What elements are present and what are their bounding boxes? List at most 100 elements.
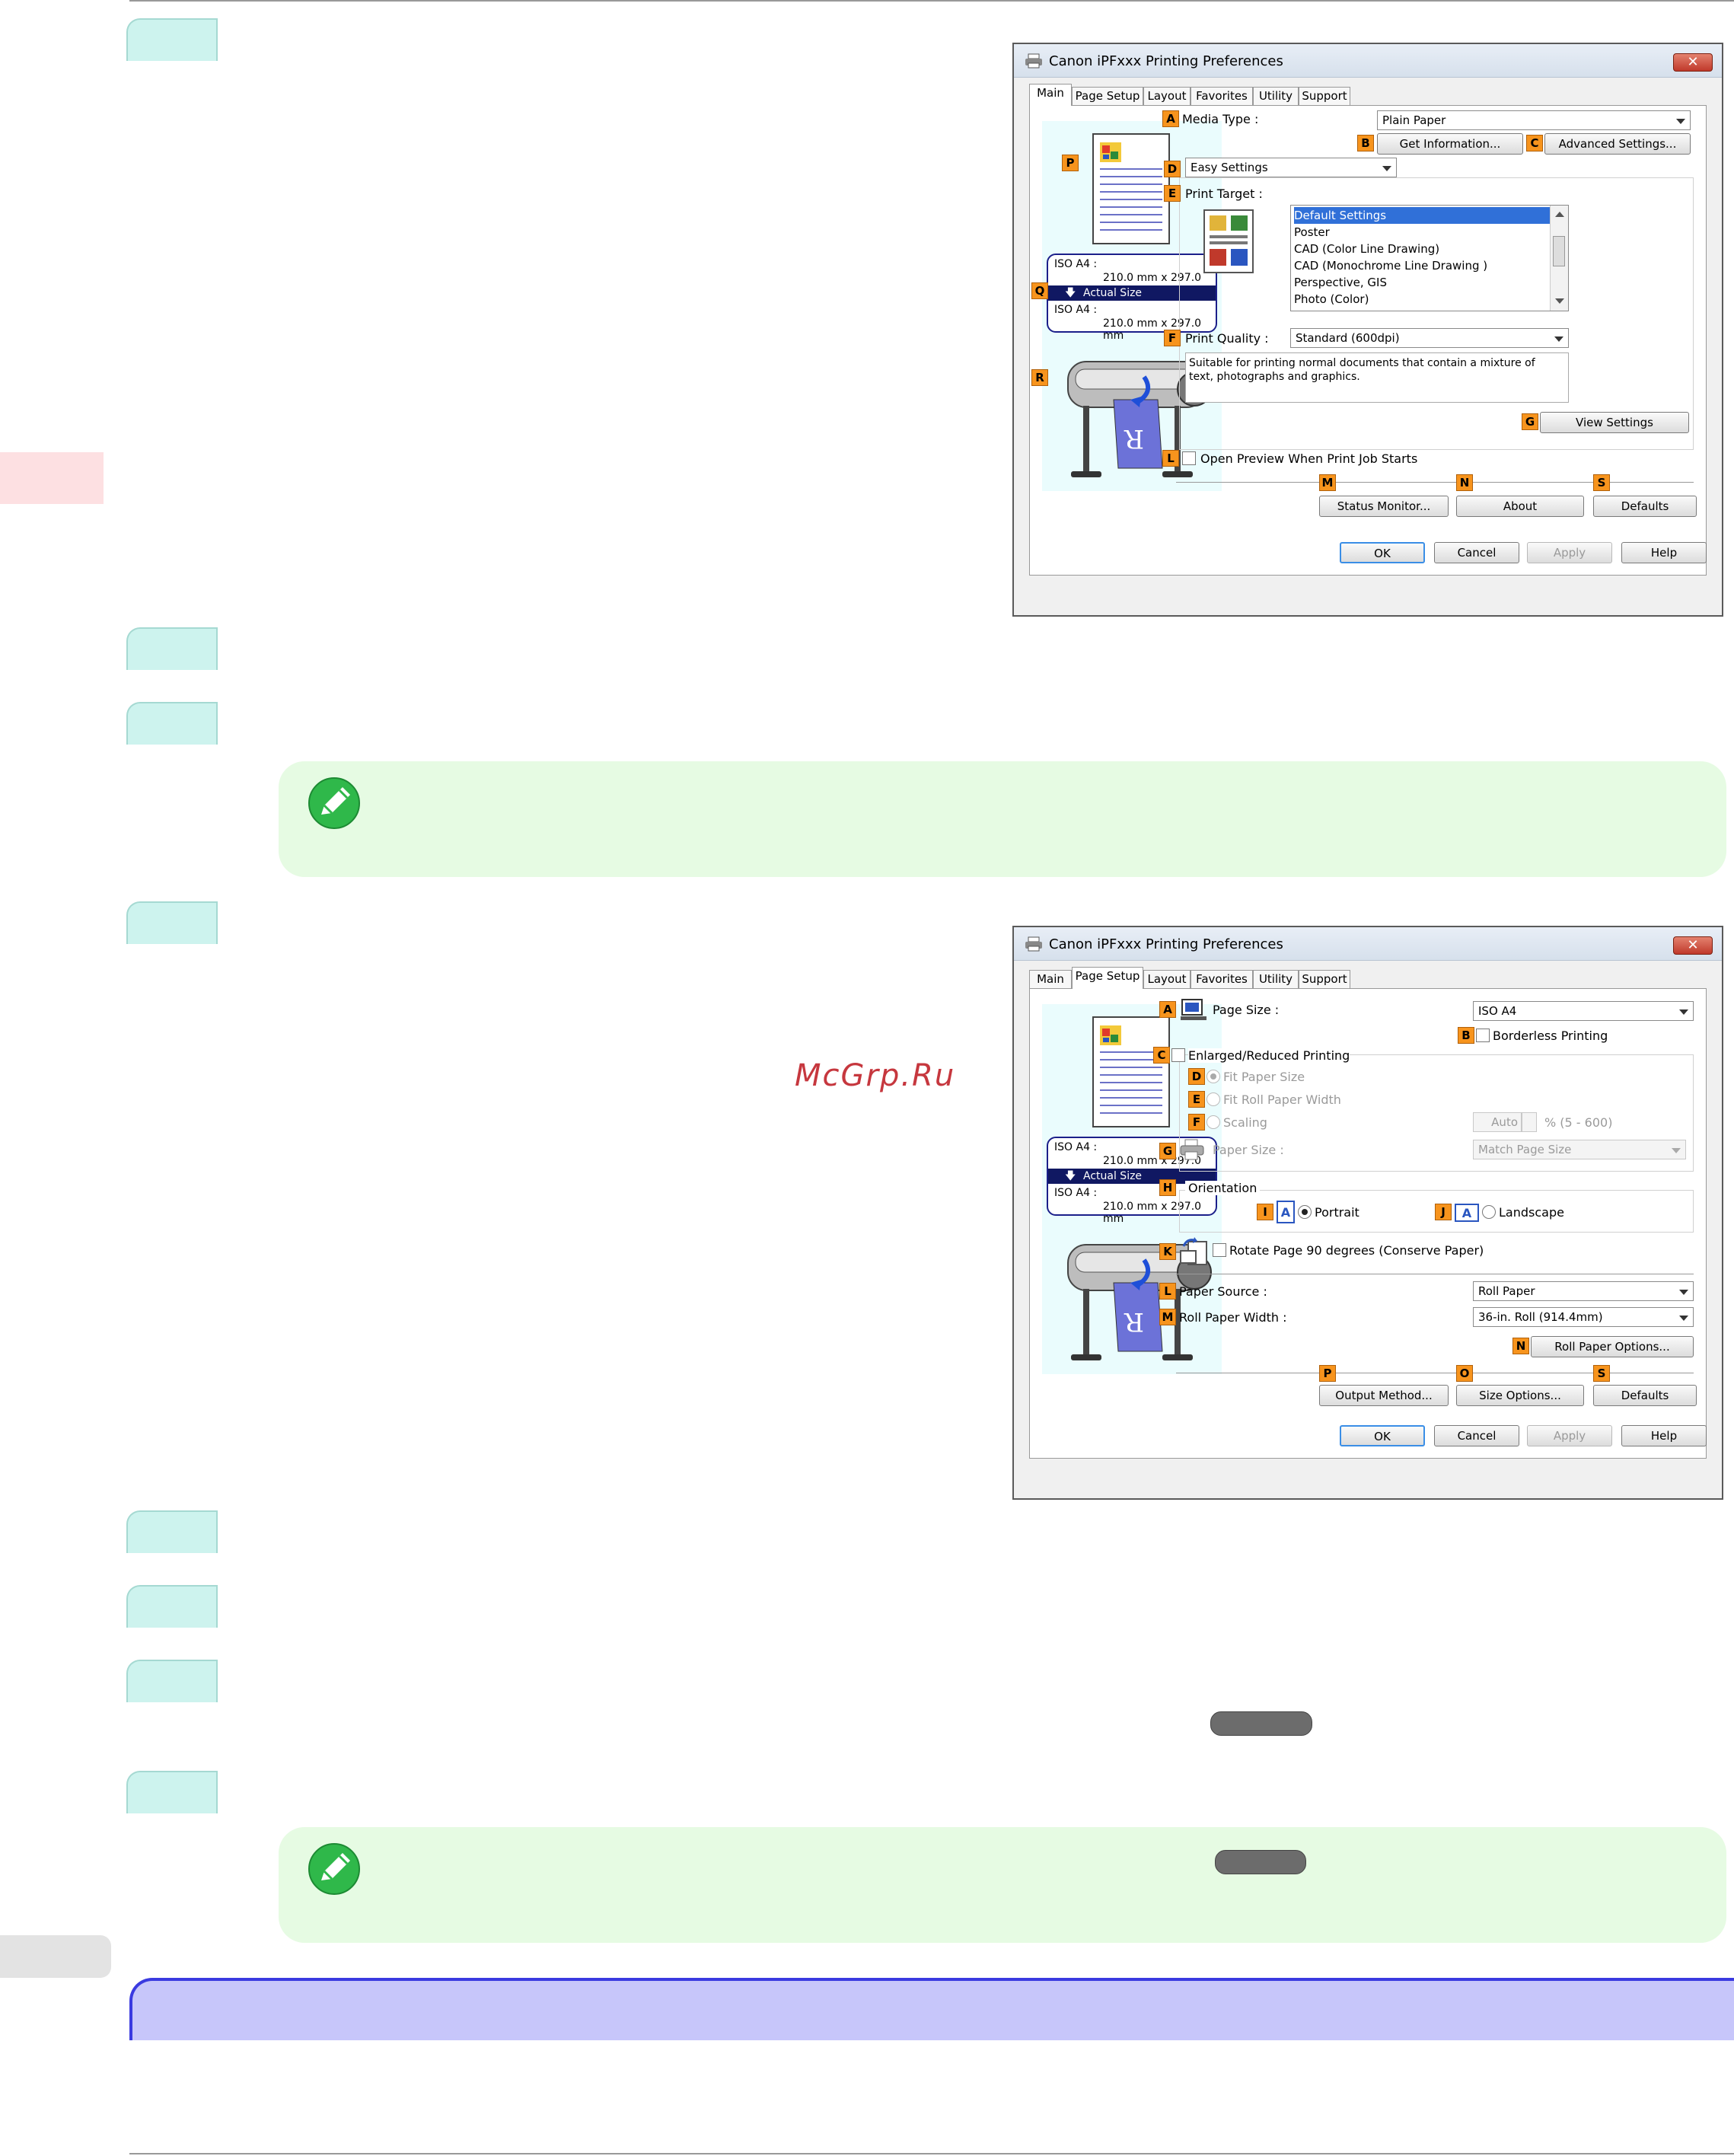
portrait-radio[interactable] [1298,1205,1312,1219]
badge-o: O [1456,1365,1473,1382]
chevron-down-icon [1679,1290,1688,1295]
roll-paper-options-button[interactable]: Roll Paper Options... [1531,1336,1694,1357]
fit-roll-width-radio[interactable] [1206,1092,1220,1106]
print-target-list[interactable]: Default Settings Poster CAD (Color Line … [1290,205,1569,311]
chevron-down-icon [1676,119,1685,124]
tab-utility[interactable]: Utility [1253,970,1299,988]
page-size-value: ISO A4 [1478,1004,1517,1018]
size-bottom-value: 210.0 mm x 297.0 mm [1103,1201,1202,1225]
borderless-checkbox[interactable] [1476,1029,1490,1042]
print-target-label: Print Target : [1185,187,1263,201]
media-type-value: Plain Paper [1382,113,1446,127]
badge-e: E [1164,185,1181,202]
list-item[interactable]: Poster [1294,225,1330,239]
output-method-button[interactable]: Output Method... [1319,1385,1449,1406]
scroll-up-icon[interactable] [1555,212,1564,217]
tab-support[interactable]: Support [1299,87,1350,105]
tab-utility[interactable]: Utility [1253,87,1299,105]
badge-m: M [1159,1309,1176,1325]
scroll-down-icon[interactable] [1555,298,1564,304]
help-button[interactable]: Help [1621,1425,1707,1446]
quality-description: Suitable for printing normal documents t… [1185,352,1569,403]
list-scrollbar[interactable] [1550,206,1568,311]
size-options-button[interactable]: Size Options... [1456,1385,1584,1406]
badge-a: A [1159,1001,1176,1018]
advanced-settings-button[interactable]: Advanced Settings... [1544,133,1691,155]
tab-support[interactable]: Support [1299,970,1350,988]
enlarged-reduced-label: Enlarged/Reduced Printing [1188,1048,1350,1063]
page-size-select[interactable]: ISO A4 [1473,1001,1694,1021]
chevron-down-icon [1679,1316,1688,1321]
tab-page-setup[interactable]: Page Setup [1072,967,1143,989]
borderless-label: Borderless Printing [1493,1029,1608,1043]
tab-layout[interactable]: Layout [1143,970,1191,988]
about-button[interactable]: About [1456,496,1584,517]
settings-mode-select[interactable]: Easy Settings [1185,158,1397,177]
list-item[interactable]: CAD (Color Line Drawing) [1294,242,1440,256]
tab-layout[interactable]: Layout [1143,87,1191,105]
list-item[interactable]: Photo (Color) [1294,292,1369,306]
badge-n: N [1456,474,1473,491]
fit-paper-size-radio[interactable] [1206,1070,1220,1083]
tab-favorites[interactable]: Favorites [1191,87,1253,105]
svg-text:R: R [1124,423,1144,454]
scaling-stepper[interactable]: Auto [1473,1112,1522,1132]
roll-width-select[interactable]: 36-in. Roll (914.4mm) [1473,1307,1694,1327]
paper-source-select[interactable]: Roll Paper [1473,1281,1694,1301]
note-pencil-icon [308,777,360,829]
scroll-thumb[interactable] [1553,236,1565,266]
dialog-title: Canon iPFxxx Printing Preferences [1049,936,1283,952]
chevron-down-icon [1382,166,1391,171]
tab-main[interactable]: Main [1029,970,1072,988]
defaults-button[interactable]: Defaults [1593,1385,1697,1406]
ok-button[interactable]: OK [1340,1425,1425,1446]
landscape-icon: A [1455,1204,1479,1222]
chapter-side-tab [0,452,104,504]
get-information-button[interactable]: Get Information... [1377,133,1523,155]
apply-button[interactable]: Apply [1527,542,1612,563]
status-monitor-button[interactable]: Status Monitor... [1319,496,1449,517]
view-settings-button[interactable]: View Settings [1540,412,1689,433]
badge-q: Q [1031,282,1048,299]
size-top-label: ISO A4 : [1054,1141,1098,1153]
section-heading-bar [129,1978,1734,2040]
tab-page-setup[interactable]: Page Setup [1072,87,1143,105]
stepper-arrows-icon[interactable] [1522,1112,1537,1132]
cancel-button[interactable]: Cancel [1434,542,1519,563]
badge-b: B [1458,1027,1474,1044]
separator [1176,482,1694,483]
close-button[interactable]: ✕ [1673,53,1713,72]
defaults-button[interactable]: Defaults [1593,496,1697,517]
badge-s: S [1593,474,1610,491]
list-item[interactable]: Default Settings [1294,207,1550,224]
badge-b: B [1357,135,1374,151]
scaling-radio[interactable] [1206,1115,1220,1129]
help-button[interactable]: Help [1621,542,1707,563]
roll-width-value: 36-in. Roll (914.4mm) [1478,1310,1603,1324]
badge-h: H [1159,1179,1176,1196]
landscape-radio[interactable] [1482,1205,1496,1219]
printing-preferences-dialog-main: Canon iPFxxx Printing Preferences ✕ Main… [1012,43,1723,617]
print-target-thumbnail-icon [1203,209,1254,273]
note-pencil-icon [308,1843,360,1895]
size-bottom-label: ISO A4 : [1054,304,1098,316]
apply-button[interactable]: Apply [1527,1425,1612,1446]
list-item[interactable]: Perspective, GIS [1294,276,1387,289]
rotate-page-checkbox[interactable] [1213,1243,1226,1257]
easy-settings-group [1179,177,1694,450]
badge-f: F [1164,330,1181,346]
tab-favorites[interactable]: Favorites [1191,970,1253,988]
enlarged-reduced-checkbox[interactable] [1171,1048,1185,1062]
print-quality-select[interactable]: Standard (600dpi) [1290,328,1569,348]
list-item[interactable]: CAD (Monochrome Line Drawing ) [1294,259,1488,273]
tab-main[interactable]: Main [1029,84,1072,106]
badge-m: M [1319,474,1336,491]
ok-button[interactable]: OK [1340,542,1425,563]
open-preview-checkbox[interactable] [1182,451,1196,465]
chevron-down-icon [1679,1009,1688,1015]
close-button[interactable]: ✕ [1673,936,1713,955]
scaling-label: Scaling [1223,1115,1267,1130]
cancel-button[interactable]: Cancel [1434,1425,1519,1446]
media-type-select[interactable]: Plain Paper [1377,110,1691,130]
paper-size-select[interactable]: Match Page Size [1473,1140,1686,1159]
